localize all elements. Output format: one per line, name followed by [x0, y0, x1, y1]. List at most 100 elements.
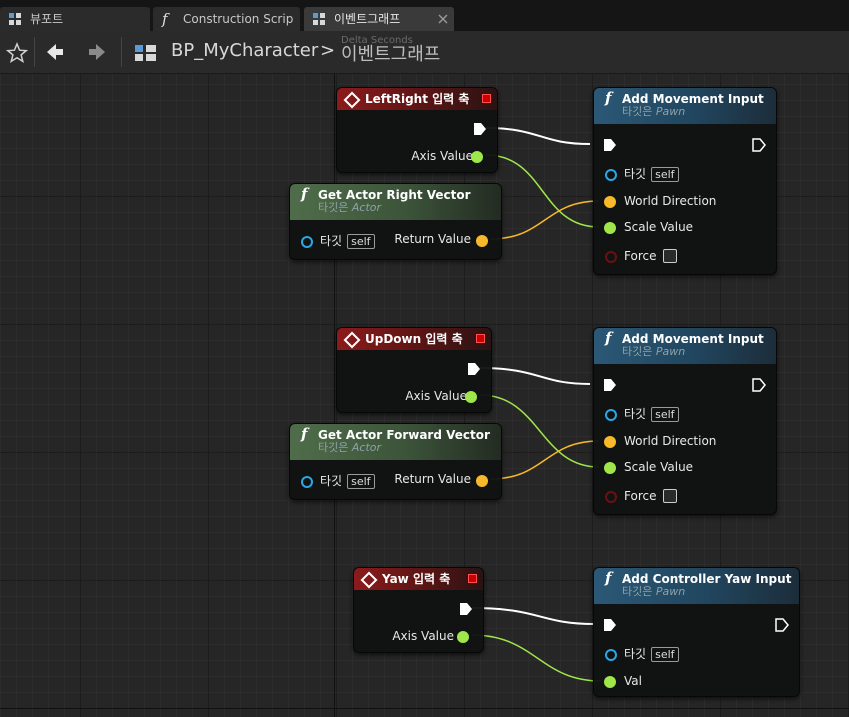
- forward-arrow-icon[interactable]: [86, 41, 108, 63]
- force-checkbox[interactable]: [663, 249, 677, 263]
- input-axis-event-leftright[interactable]: LeftRight 입력 축 Axis Value: [336, 87, 498, 173]
- event-diamond-icon: [343, 91, 361, 109]
- axis-value-pin[interactable]: [465, 391, 477, 403]
- force-pin[interactable]: [605, 491, 617, 503]
- node-subtitle: 타깃은 Actor: [318, 441, 382, 454]
- pin-label: Axis Value: [392, 629, 454, 643]
- target-pin[interactable]: [301, 236, 313, 248]
- breadcrumb: BP_MyCharacter > 이벤트그래프: [0, 31, 849, 74]
- divider: [121, 37, 122, 67]
- target-pin[interactable]: [301, 476, 313, 488]
- exec-in-pin[interactable]: [603, 618, 617, 632]
- close-tab-icon[interactable]: [438, 14, 448, 24]
- self-default-box[interactable]: self: [651, 647, 679, 662]
- node-title: UpDown 입력 축: [365, 332, 463, 346]
- pin-label: Scale Value: [624, 460, 694, 474]
- node-header: f Add Movement Input 타깃은 Pawn: [594, 88, 776, 124]
- axis-value-pin[interactable]: [471, 151, 483, 163]
- function-icon: f: [301, 185, 308, 203]
- axis-value-pin[interactable]: [457, 631, 469, 643]
- self-default-box[interactable]: self: [651, 407, 679, 422]
- node-header: f Add Movement Input 타깃은 Pawn: [594, 328, 776, 364]
- return-value-pin-row: Return Value: [394, 230, 471, 248]
- force-pin-row: Force: [624, 247, 656, 265]
- world-direction-pin[interactable]: [604, 436, 616, 448]
- favorite-star-icon[interactable]: [6, 42, 28, 64]
- input-axis-event-updown[interactable]: UpDown 입력 축 Axis Value: [336, 327, 492, 413]
- exec-in-pin[interactable]: [603, 378, 617, 392]
- float-wire: [471, 634, 602, 682]
- world-direction-pin[interactable]: [604, 196, 616, 208]
- delegate-pin-icon[interactable]: [476, 334, 485, 343]
- crumb-blueprint[interactable]: BP_MyCharacter: [171, 40, 319, 61]
- exec-out-pin[interactable]: [752, 138, 766, 152]
- tab-event-graph[interactable]: 이벤트그래프: [304, 7, 454, 31]
- axis-value-pin-row: Axis Value: [405, 387, 467, 405]
- node-header: Yaw 입력 축: [354, 568, 483, 590]
- viewport-grid-icon: [9, 13, 21, 25]
- world-direction-pin-row: World Direction: [624, 192, 716, 210]
- function-icon: f: [605, 569, 612, 587]
- vector-wire: [489, 440, 600, 480]
- pin-label: World Direction: [624, 194, 717, 208]
- scale-value-pin[interactable]: [604, 222, 616, 234]
- exec-wire: [471, 607, 595, 625]
- node-subtitle: 타깃은 Pawn: [622, 105, 686, 118]
- node-header: f Get Actor Forward Vector 타깃은 Actor: [290, 424, 501, 460]
- exec-out-pin[interactable]: [775, 618, 789, 632]
- input-axis-event-yaw[interactable]: Yaw 입력 축 Axis Value: [353, 567, 484, 653]
- self-default-box[interactable]: self: [347, 474, 375, 489]
- target-pin-row: 타깃 self: [624, 405, 679, 423]
- exec-out-pin[interactable]: [459, 602, 473, 616]
- target-pin[interactable]: [605, 169, 617, 181]
- target-pin[interactable]: [605, 409, 617, 421]
- exec-out-pin[interactable]: [473, 122, 487, 136]
- pin-label: Axis Value: [411, 149, 473, 163]
- node-title: Add Controller Yaw Input: [622, 572, 792, 586]
- divider: [34, 37, 35, 67]
- crumb-event-graph[interactable]: 이벤트그래프: [341, 44, 441, 65]
- node-subtitle: 타깃은 Actor: [318, 201, 382, 214]
- return-value-pin[interactable]: [476, 475, 488, 487]
- scale-value-pin[interactable]: [604, 462, 616, 474]
- delegate-pin-icon[interactable]: [468, 574, 477, 583]
- node-subtitle: 타깃은 Pawn: [622, 345, 686, 358]
- tab-label: Construction Scrip: [183, 12, 294, 26]
- self-default-box[interactable]: self: [651, 167, 679, 182]
- event-graph-icon: [313, 13, 325, 25]
- return-value-pin[interactable]: [476, 235, 488, 247]
- pin-label: 타깃: [624, 407, 647, 421]
- node-title: Add Movement Input: [622, 92, 764, 106]
- exec-in-pin[interactable]: [603, 138, 617, 152]
- exec-wire: [485, 127, 591, 145]
- force-pin[interactable]: [605, 251, 617, 263]
- event-diamond-icon: [343, 331, 361, 349]
- val-pin[interactable]: [604, 676, 616, 688]
- target-pin[interactable]: [605, 649, 617, 661]
- exec-out-pin[interactable]: [752, 378, 766, 392]
- event-diamond-icon: [360, 571, 378, 589]
- crumb-separator: >: [320, 40, 336, 61]
- node-title: LeftRight 입력 축: [365, 92, 470, 106]
- self-default-box[interactable]: self: [347, 234, 375, 249]
- tab-viewport[interactable]: 뷰포트: [0, 7, 150, 31]
- pin-label: Force: [624, 489, 657, 503]
- node-header: f Add Controller Yaw Input 타깃은 Pawn: [594, 568, 799, 604]
- exec-out-pin[interactable]: [467, 362, 481, 376]
- tab-construction-script[interactable]: f Construction Scrip: [153, 7, 300, 31]
- origin-axis-horizontal: [0, 708, 849, 709]
- delegate-pin-icon[interactable]: [482, 94, 491, 103]
- force-checkbox[interactable]: [663, 489, 677, 503]
- blueprint-icon: [135, 45, 156, 61]
- back-arrow-icon[interactable]: [44, 41, 66, 63]
- force-pin-row: Force: [624, 487, 656, 505]
